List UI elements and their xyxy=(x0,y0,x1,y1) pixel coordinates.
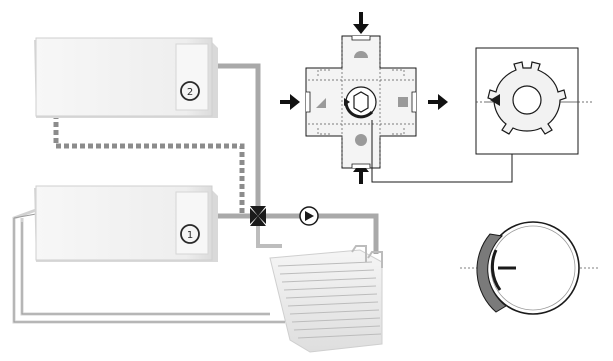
boiler-1-number-badge: 1 xyxy=(180,224,200,244)
valve-selector-icon xyxy=(280,12,513,184)
return-pipe-from-radiator xyxy=(256,226,282,248)
mixing-valve-icon xyxy=(250,206,266,226)
boiler-2: 2 xyxy=(34,37,218,118)
boiler-2-number-badge: 2 xyxy=(180,81,200,101)
boiler-2-number: 2 xyxy=(187,87,193,98)
pipe-network xyxy=(12,63,379,324)
supply-pipe-boiler-2 xyxy=(218,63,261,206)
pump-icon xyxy=(299,206,319,226)
arrow-icon xyxy=(353,12,369,34)
valve-selector-detail xyxy=(475,47,592,155)
arrow-icon xyxy=(280,94,300,110)
rotary-dial-icon xyxy=(460,221,598,315)
flow-pipe-to-radiator xyxy=(266,213,379,254)
boiler-1-number: 1 xyxy=(187,230,193,241)
arrow-icon xyxy=(428,94,448,110)
radiator-icon xyxy=(269,245,383,353)
dashed-return-pipe xyxy=(53,114,245,216)
boiler-1: 1 xyxy=(34,185,218,262)
